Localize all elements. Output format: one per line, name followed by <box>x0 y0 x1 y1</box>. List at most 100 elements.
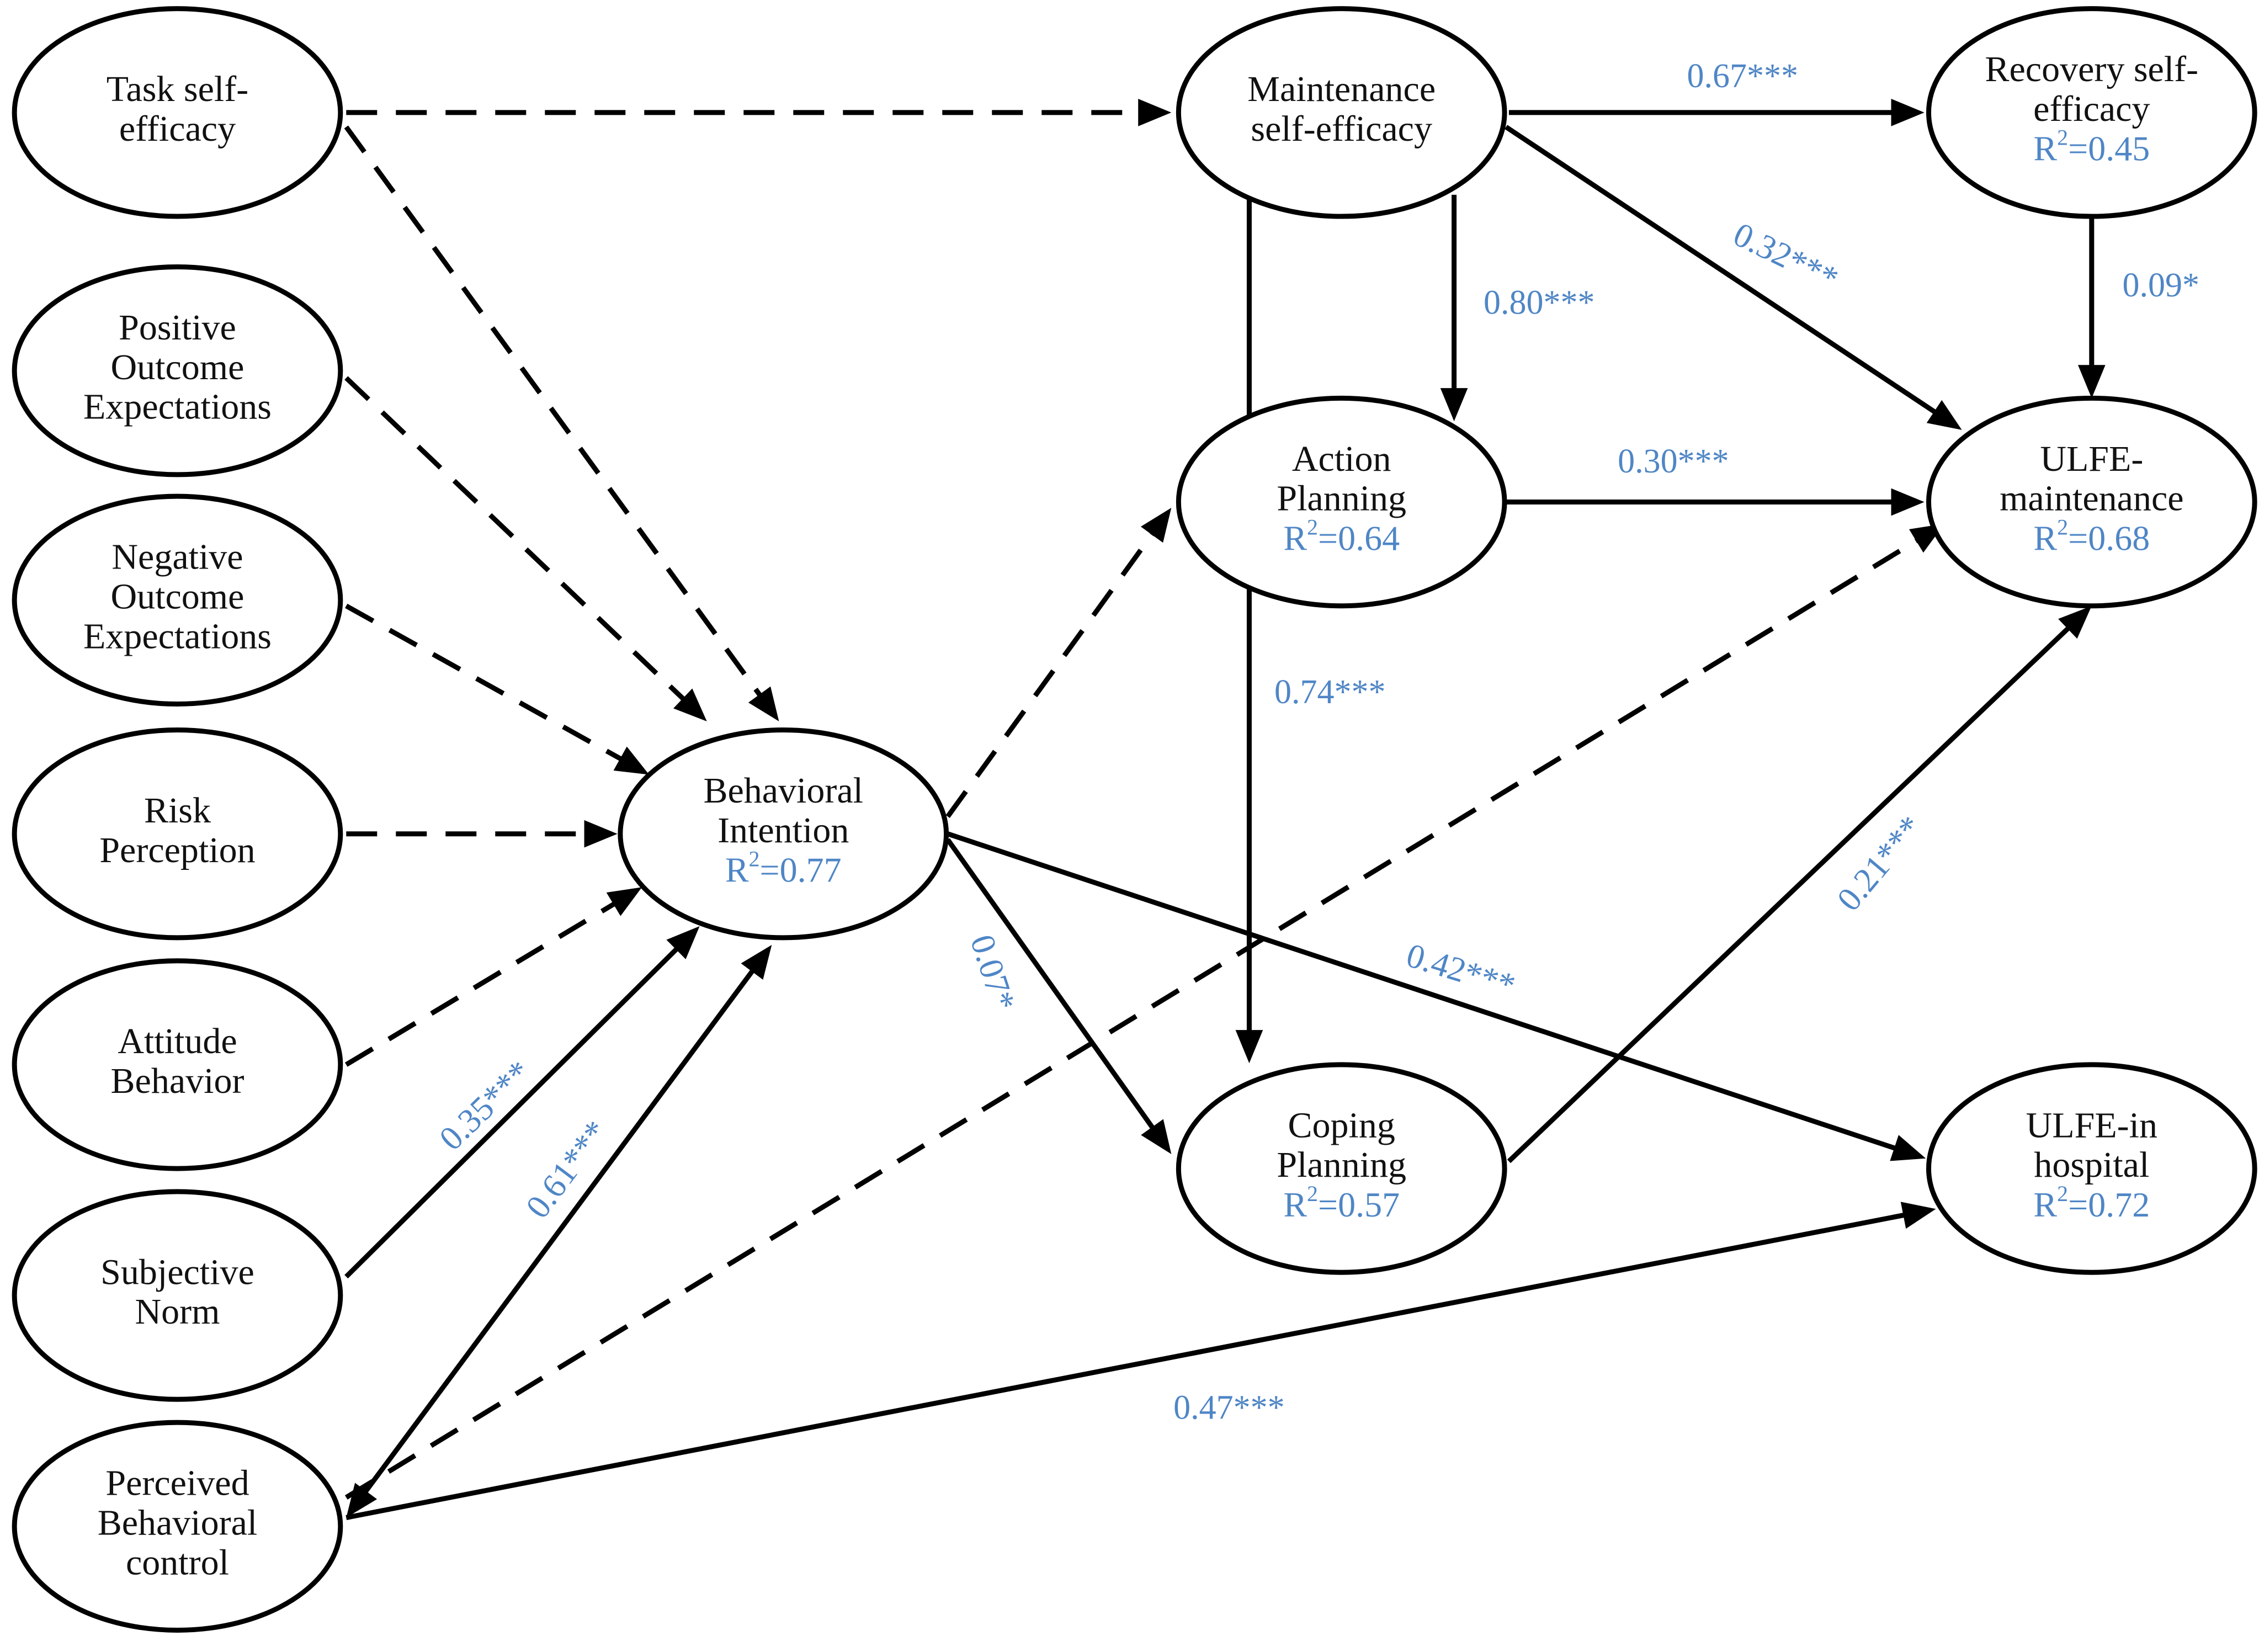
path-edge-attitude-behavior-to-behavioral-intention <box>344 887 642 1067</box>
node-task-self-efficacy: Task self-efficacy <box>12 6 343 219</box>
path-edge-recovery-self-efficacy-to-ulfe-maintenance <box>2077 216 2106 399</box>
r-squared-value: 0.77 <box>780 850 842 889</box>
node-label-line: self-efficacy <box>1251 109 1432 149</box>
node-label-line: Perceived <box>105 1463 249 1504</box>
arrowhead <box>1140 508 1172 543</box>
path-edge-coping-planning-to-ulfe-maintenance <box>1507 605 2092 1164</box>
node-ellipse <box>12 493 343 707</box>
node-label-line: Expectations <box>83 387 272 427</box>
arrowhead <box>1926 400 1962 430</box>
node-label-line: Positive <box>119 307 236 348</box>
edge-line <box>947 831 1900 1152</box>
node-label-line: Behavioral <box>98 1502 258 1543</box>
arrowhead <box>1235 1030 1263 1064</box>
node-label-line: Outcome <box>111 576 244 617</box>
node-label-line: ULFE- <box>2040 439 2143 479</box>
r-squared-equals: = <box>2068 129 2088 168</box>
r-squared-exponent: 2 <box>1307 514 1318 539</box>
node-label-line: hospital <box>2034 1145 2149 1185</box>
arrowhead <box>1900 1202 1936 1229</box>
edge-line <box>945 838 1157 1132</box>
path-edge-risk-perception-to-behavioral-intention <box>346 820 618 848</box>
path-edge-task-self-efficacy-to-maintenance-self-efficacy <box>346 99 1172 126</box>
node-label-line: Norm <box>135 1292 220 1332</box>
r-squared-label: R2=0.64 <box>1283 514 1400 557</box>
edge-line <box>344 900 619 1067</box>
node-ellipse <box>12 958 343 1171</box>
r-squared-label: R2=0.68 <box>2033 514 2150 557</box>
edge-line <box>345 603 625 763</box>
path-coefficient-label: 0.21*** <box>1830 809 1931 918</box>
path-edge-subjective-norm-to-behavioral-intention <box>344 926 700 1279</box>
node-ellipse <box>1176 1062 1507 1275</box>
node-label-line: Coping <box>1288 1105 1395 1145</box>
node-label-line: Negative <box>111 537 243 577</box>
node-label-line: Intention <box>717 810 849 851</box>
edge-line <box>344 376 688 704</box>
node-label-line: Subjective <box>100 1252 254 1292</box>
path-edge-negative-outcome-expectations-to-behavioral-intention <box>345 603 650 775</box>
r-squared-symbol: R <box>2033 518 2057 557</box>
r-squared-label: R2=0.77 <box>725 846 842 889</box>
path-coefficient-label: 0.07* <box>963 931 1023 1016</box>
node-label-line: Outcome <box>111 347 244 387</box>
arrowhead <box>748 686 779 721</box>
arrowhead <box>1141 1119 1172 1154</box>
r-squared-symbol: R <box>1283 1185 1307 1224</box>
node-ellipse <box>1926 395 2257 609</box>
r-squared-equals: = <box>760 850 780 889</box>
r-squared-exponent: 2 <box>1307 1181 1318 1206</box>
r-squared-equals: = <box>1318 1185 1338 1224</box>
r-squared-equals: = <box>2068 1185 2088 1224</box>
path-coefficient-label: 0.47*** <box>1173 1389 1285 1426</box>
arrowhead <box>1891 488 1925 516</box>
path-edge-behavioral-intention-to-coping-planning <box>945 838 1172 1154</box>
path-edge-maintenance-self-efficacy-to-ulfe-maintenance <box>1505 125 1962 430</box>
r-squared-exponent: 2 <box>2057 514 2068 539</box>
edge-line <box>945 529 1157 818</box>
path-coefficient-label: 0.42*** <box>1402 937 1519 1005</box>
r-squared-value: 0.57 <box>1338 1185 1400 1224</box>
path-coefficient-label: 0.80*** <box>1484 284 1595 321</box>
edge-line <box>344 536 1921 1500</box>
node-ellipse <box>1176 6 1507 219</box>
node-label-line: Behavior <box>111 1061 244 1101</box>
node-layer: Task self-efficacyPositiveOutcomeExpecta… <box>12 6 2257 1633</box>
node-label-line: Attitude <box>118 1021 237 1061</box>
path-edge-action-planning-to-ulfe-maintenance <box>1506 488 1925 516</box>
path-edge-task-self-efficacy-to-behavioral-intention <box>344 125 779 721</box>
path-coefficient-label: 0.74*** <box>1274 673 1386 711</box>
node-label-line: maintenance <box>2000 479 2183 519</box>
node-label-line: control <box>126 1542 229 1582</box>
node-label-line: Risk <box>144 790 211 831</box>
node-ellipse <box>12 1420 343 1633</box>
node-label-line: Action <box>1292 439 1391 479</box>
path-edge-perceived-behavioral-control-to-ulfe-in-hospital <box>346 1202 1936 1520</box>
edge-line <box>346 1212 1909 1520</box>
arrowhead <box>2058 605 2092 639</box>
arrowhead <box>1138 99 1172 126</box>
arrowhead <box>584 820 618 848</box>
node-label-line: Task self- <box>107 69 248 109</box>
r-squared-symbol: R <box>2033 1185 2057 1224</box>
r-squared-equals: = <box>1318 518 1338 557</box>
r-squared-label: R2=0.57 <box>1283 1181 1400 1224</box>
r-squared-exponent: 2 <box>2057 125 2068 150</box>
arrowhead <box>613 746 650 775</box>
r-squared-symbol: R <box>1283 518 1307 557</box>
r-squared-exponent: 2 <box>749 846 760 871</box>
node-label-line: Planning <box>1277 1145 1406 1185</box>
arrowhead <box>673 688 707 721</box>
node-label-line: Perception <box>99 830 255 870</box>
path-coefficient-label: 0.09* <box>2123 267 2200 304</box>
r-squared-label: R2=0.72 <box>2033 1181 2150 1224</box>
